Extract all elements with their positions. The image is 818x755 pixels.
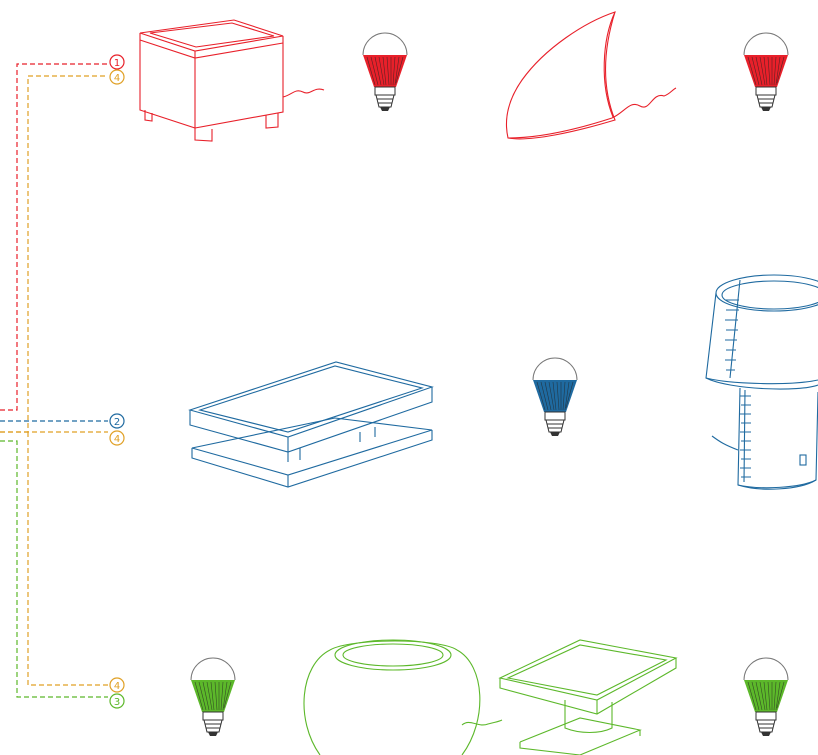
led-bulb-icon <box>363 33 407 111</box>
line-1-red <box>0 64 108 410</box>
cube-lamp-icon <box>140 20 324 141</box>
connector-number: 4 <box>114 73 120 84</box>
connector-badge: 4 <box>110 70 124 84</box>
connector-badge: 3 <box>110 694 124 708</box>
led-bulb-icon <box>744 658 788 736</box>
led-bulb-icon <box>744 33 788 111</box>
connector-badges: 1 4 2 4 4 3 <box>110 55 124 708</box>
connector-number: 4 <box>114 434 120 445</box>
connector-badge: 4 <box>110 431 124 445</box>
shark-fin-lamp-icon <box>507 12 676 139</box>
sphere-lamp-icon <box>304 640 502 755</box>
row-green <box>191 640 788 755</box>
connection-lines <box>0 64 108 697</box>
connector-number: 2 <box>114 417 120 428</box>
connector-badge: 4 <box>110 678 124 692</box>
shade-table-lamp-icon <box>706 275 818 489</box>
side-table-lamp-icon <box>500 640 676 755</box>
line-3-green <box>0 441 108 697</box>
connector-number: 3 <box>114 697 120 708</box>
led-bulb-icon <box>191 658 235 736</box>
connector-badge: 1 <box>110 55 124 69</box>
row-blue <box>190 275 818 489</box>
connector-number: 4 <box>114 681 120 692</box>
led-bulb-icon <box>533 358 577 436</box>
connector-badge: 2 <box>110 414 124 428</box>
tray-table-lamp-icon <box>190 362 432 487</box>
connector-number: 1 <box>114 58 120 69</box>
line-4-orange-bottom <box>28 432 108 685</box>
line-4-orange-top <box>0 76 108 432</box>
row-red <box>140 12 788 141</box>
